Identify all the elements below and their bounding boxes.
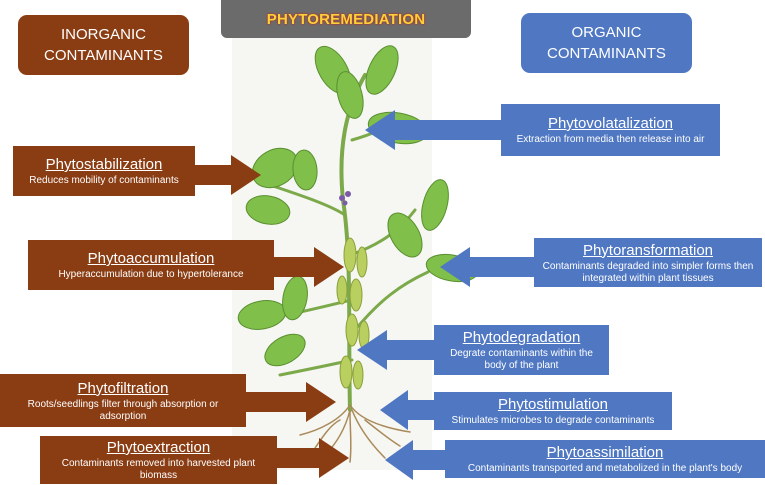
phytostimulation-title: Phytostimulation xyxy=(497,396,609,413)
phytoextraction-desc: Contaminants removed into harvested plan… xyxy=(61,458,256,481)
phytofiltration-arrow xyxy=(246,382,336,422)
phytostabilization-desc: Reduces mobility of contaminants xyxy=(29,175,179,186)
phytovolatalization-title: Phytovolatalization xyxy=(547,115,674,132)
phytoaccumulation-desc: Hyperaccumulation due to hypertolerance xyxy=(58,269,244,280)
phytostimulation-arrow xyxy=(380,390,434,430)
phytoextraction-title: Phytoextraction xyxy=(106,439,211,456)
phytostimulation-desc: Stimulates microbes to degrade contamina… xyxy=(451,415,655,426)
phytovolatalization-arrow xyxy=(365,110,501,150)
organic-contaminants-header: ORGANIC CONTAMINANTS xyxy=(521,13,692,73)
phytofiltration-box: Phytofiltration Roots/seedlings filter t… xyxy=(0,374,246,427)
inorganic-header-line1: INORGANIC xyxy=(60,26,146,43)
phytoransformation-arrow xyxy=(440,247,534,287)
diagram-title-text: PHYTOREMEDIATION xyxy=(266,10,426,28)
phytodegradation-box: Phytodegradation Degrate contaminants wi… xyxy=(434,325,609,375)
phytoaccumulation-title: Phytoaccumulation xyxy=(87,250,215,267)
phytostimulation-box: Phytostimulation Stimulates microbes to … xyxy=(434,392,672,430)
phytostabilization-title: Phytostabilization xyxy=(45,156,163,173)
phytoextraction-arrow xyxy=(277,438,349,478)
diagram-title: PHYTOREMEDIATION xyxy=(221,0,471,38)
inorganic-header-line2: CONTAMINANTS xyxy=(44,47,163,64)
phytoassimilation-box: Phytoassimilation Contaminants transport… xyxy=(445,440,765,478)
phytoassimilation-title: Phytoassimilation xyxy=(546,444,664,461)
phytovolatalization-box: Phytovolatalization Extraction from medi… xyxy=(501,104,720,156)
phytodegradation-desc: Degrate contaminants within the body of … xyxy=(450,348,593,371)
phytostabilization-box: Phytostabilization Reduces mobility of c… xyxy=(13,146,195,196)
phytofiltration-title: Phytofiltration xyxy=(77,379,169,397)
phytoaccumulation-arrow xyxy=(274,247,344,287)
organic-header-line1: ORGANIC xyxy=(571,24,642,41)
phytoassimilation-arrow xyxy=(385,440,445,480)
phytoransformation-desc: Contaminants degraded into simpler forms… xyxy=(542,260,754,284)
phytoransformation-box: Phytoransformation Contaminants degraded… xyxy=(534,238,762,287)
phytodegradation-title: Phytodegradation xyxy=(462,329,581,346)
phytodegradation-arrow xyxy=(357,330,434,370)
organic-header-line2: CONTAMINANTS xyxy=(547,45,666,62)
phytoextraction-box: Phytoextraction Contaminants removed int… xyxy=(40,436,277,484)
phytoaccumulation-box: Phytoaccumulation Hyperaccumulation due … xyxy=(28,240,274,290)
phytostabilization-arrow xyxy=(195,155,261,195)
inorganic-contaminants-header: INORGANIC CONTAMINANTS xyxy=(18,15,189,75)
phytofiltration-desc: Roots/seedlings filter through absorptio… xyxy=(27,398,219,422)
phytoransformation-title: Phytoransformation xyxy=(582,241,714,259)
phytovolatalization-desc: Extraction from media then release into … xyxy=(516,134,705,145)
phytoassimilation-desc: Contaminants transported and metabolized… xyxy=(467,463,743,474)
